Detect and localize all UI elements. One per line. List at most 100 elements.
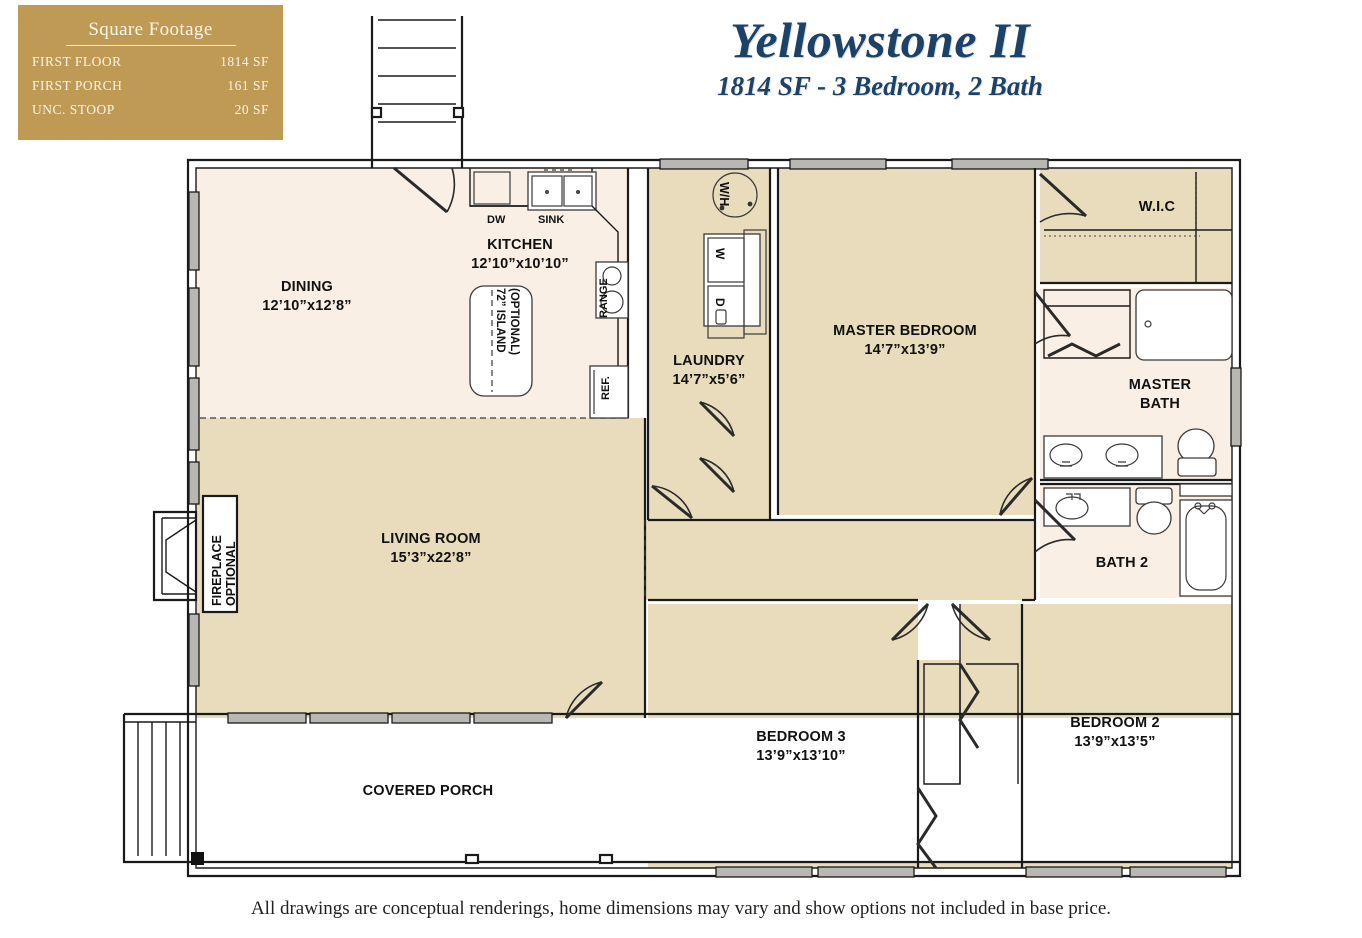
- floor-fill-hallway: [645, 520, 1035, 600]
- room-name: DINING: [281, 279, 333, 295]
- door-porch-swing: [565, 681, 603, 719]
- closet-bed2-shelf: [966, 663, 1019, 784]
- room-name: W.I.C: [1138, 199, 1176, 215]
- door-master-hall-leaf: [998, 477, 1034, 516]
- door-bedroom2-leaf: [950, 602, 992, 642]
- door-bath2-swing: [1034, 538, 1076, 553]
- room-label-bath2: BATH 2: [1062, 554, 1182, 573]
- room-dims: 14’7”x5’6”: [672, 371, 746, 388]
- floor-fill-master-bedroom: [778, 168, 1035, 515]
- fireplace-firebox: [165, 519, 197, 593]
- dishwasher: [473, 171, 511, 205]
- window-top-master-a: [789, 158, 887, 170]
- bath2-tub-knob-a: [1194, 502, 1202, 510]
- square-footage-title: Square Footage: [65, 19, 236, 46]
- room-label-master-bedroom: MASTER BEDROOM 14’7”x13’9”: [780, 322, 1030, 359]
- bath2-toilet-bowl: [1136, 501, 1172, 535]
- room-label-master-bath: MASTER BATH: [1092, 376, 1228, 413]
- door-bedroom3-swing: [891, 603, 929, 641]
- room-name: MASTER BEDROOM: [833, 323, 977, 339]
- window-left-4: [188, 461, 200, 505]
- room-dims: 15’3”x22’8”: [390, 549, 472, 566]
- fixture-label-washer: W: [713, 248, 727, 260]
- room-name: KITCHEN: [487, 237, 553, 253]
- window-left-1: [188, 191, 200, 271]
- door-masterbath-swing: [1034, 334, 1071, 345]
- wall-laundry: [646, 168, 772, 520]
- page-subtitle: 1814 SF - 3 Bedroom, 2 Bath: [717, 70, 1043, 101]
- front-door-leaf: [393, 166, 448, 214]
- room-name: LAUNDRY: [673, 353, 745, 369]
- fireplace-box: [201, 494, 239, 614]
- porch-post-marker: [191, 852, 204, 865]
- bath2-tub: [1185, 505, 1227, 591]
- laundry-cabinet: [743, 229, 767, 335]
- kitchen-corner-counter: [591, 205, 619, 418]
- porch-column-a: [464, 853, 480, 865]
- stoop-steps: [378, 19, 456, 123]
- bath2-tub-knob-b: [1208, 502, 1216, 510]
- window-bottom-bed3-a: [715, 866, 813, 878]
- masterbath-linen-closet: [1043, 289, 1131, 359]
- room-dims: 14’7”x13’9”: [864, 341, 946, 358]
- bifold-closet-door: [1047, 342, 1121, 358]
- bath2-vanity: [1043, 487, 1131, 527]
- room-label-living-room: LIVING ROOM 15’3”x22’8”: [336, 530, 526, 567]
- floor-fill-stoop: [372, 16, 470, 168]
- sink-bowl-right: [563, 175, 593, 207]
- door-laundry-hall-swing: [651, 485, 693, 519]
- closet-bed3-bifold: [916, 787, 938, 869]
- plan-header: Yellowstone II 1814 SF - 3 Bedroom, 2 Ba…: [610, 14, 1150, 102]
- fireplace-hearth: [161, 517, 196, 595]
- door-porch-leaf: [564, 680, 604, 720]
- door-laundry-b-leaf: [698, 456, 736, 494]
- bath2-faucet: [1066, 493, 1081, 500]
- sf-value-first-floor: 1814 SF: [220, 54, 269, 69]
- dryer-door: [715, 309, 727, 325]
- sf-label-first-porch: FIRST PORCH: [32, 78, 123, 93]
- laundry-counter: [703, 233, 761, 327]
- wall-closet-block: [916, 604, 1024, 868]
- sink-drain-right: [576, 190, 580, 194]
- fixture-label-range: RANGE: [598, 278, 610, 318]
- range-burner-a: [602, 266, 622, 286]
- room-label-dining: DINING 12’10”x12’8”: [232, 278, 382, 315]
- refrigerator: [589, 365, 629, 419]
- master-vanity: [1043, 435, 1163, 479]
- sink-bowl-left: [531, 175, 563, 207]
- room-name: BEDROOM 3: [756, 729, 846, 745]
- disclaimer-text: All drawings are conceptual renderings, …: [250, 898, 1112, 919]
- sf-value-first-porch: 161 SF: [227, 78, 269, 93]
- master-tub-drain: [1144, 320, 1152, 328]
- window-living-porch-2: [309, 712, 389, 724]
- porch-column-b: [598, 853, 614, 865]
- room-dims: 13’9”x13’5”: [1074, 733, 1156, 750]
- stoop-post-left: [370, 106, 383, 119]
- door-laundry-b-swing: [699, 457, 735, 493]
- door-laundry-a-leaf: [698, 400, 736, 438]
- range-unit: [595, 261, 629, 319]
- bath2-shelf: [1179, 483, 1233, 497]
- square-footage-row: FIRST PORCH 161 SF: [32, 78, 269, 94]
- room-label-bedroom2: BEDROOM 2 13’9”x13’5”: [1020, 714, 1210, 751]
- room-name: BATH 2: [1095, 555, 1149, 571]
- sf-value-unc-stoop: 20 SF: [234, 102, 269, 117]
- window-bottom-bed2-b: [1129, 866, 1227, 878]
- water-heater-circle: [712, 172, 758, 218]
- porch-left-bottom-edge: [122, 714, 1240, 864]
- window-left-3: [188, 377, 200, 451]
- page-title: Yellowstone II: [729, 12, 1031, 68]
- door-laundry-hall-leaf: [651, 484, 693, 520]
- window-left-5: [188, 613, 200, 687]
- door-masterbath-leaf: [1033, 291, 1072, 337]
- window-top-laundry: [659, 158, 749, 170]
- square-footage-panel: Square Footage FIRST FLOOR 1814 SF FIRST…: [18, 5, 283, 140]
- fixture-label-island-optional: (OPTIONAL): [508, 288, 520, 356]
- stoop-side-walls: [370, 16, 464, 168]
- room-name: LIVING ROOM: [381, 531, 481, 547]
- window-living-porch-3: [391, 712, 471, 724]
- square-footage-row: FIRST FLOOR 1814 SF: [32, 54, 269, 70]
- fixture-label-ref: REF.: [600, 376, 612, 400]
- sink-drain-left: [545, 190, 549, 194]
- window-left-2: [188, 287, 200, 367]
